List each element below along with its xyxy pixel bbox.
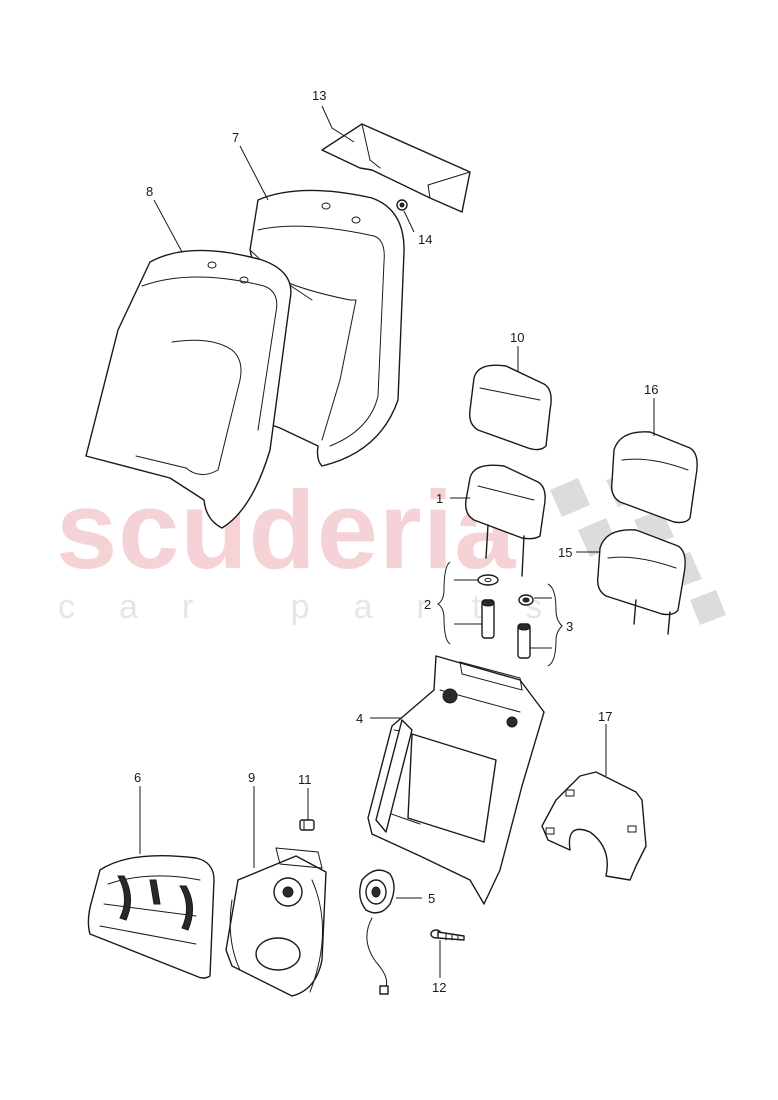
callout-8: 8 xyxy=(146,184,153,199)
callout-labels: 13 7 8 14 10 16 1 15 2 3 4 17 6 9 11 5 1… xyxy=(134,88,658,995)
leader-8 xyxy=(153,199,183,253)
part-13-backrest-top-cover xyxy=(321,123,471,213)
callout-15: 15 xyxy=(558,545,572,560)
part-8-backrest-upholstery xyxy=(85,249,292,529)
part-17-rear-panel xyxy=(541,771,647,881)
callout-14: 14 xyxy=(418,232,432,247)
leader-7 xyxy=(239,145,269,201)
callout-1: 1 xyxy=(436,491,443,506)
part-14-clip xyxy=(396,199,408,211)
part-4-backrest-frame xyxy=(367,655,545,905)
part-6-lumbar-support xyxy=(87,855,215,979)
part-12-screw xyxy=(430,929,465,941)
callout-5: 5 xyxy=(428,891,435,906)
callout-13: 13 xyxy=(312,88,326,103)
callout-7: 7 xyxy=(232,130,239,145)
leader-14 xyxy=(403,210,415,233)
leader-2-brace xyxy=(437,561,451,645)
callout-17: 17 xyxy=(598,709,612,724)
part-16-headrest xyxy=(610,431,698,524)
part-10-headrest xyxy=(468,364,552,451)
callout-16: 16 xyxy=(644,382,658,397)
part-1-headrest xyxy=(464,464,546,577)
watermark-tagline: car parts xyxy=(58,588,586,626)
watermark-brand: scuderia xyxy=(56,469,516,592)
callout-6: 6 xyxy=(134,770,141,785)
part-7-backrest-cover xyxy=(249,189,405,467)
leader-13 xyxy=(321,105,355,143)
part-3-guide-sleeve-set xyxy=(517,594,534,659)
callout-10: 10 xyxy=(510,330,524,345)
callout-11: 11 xyxy=(298,772,312,787)
callout-9: 9 xyxy=(248,770,255,785)
part-2-guide-sleeve-set xyxy=(477,574,499,639)
leader-lines xyxy=(139,105,655,978)
callout-4: 4 xyxy=(356,711,363,726)
part-9-lumbar-unit xyxy=(225,847,327,997)
callout-12: 12 xyxy=(432,980,446,995)
part-11-clip xyxy=(299,819,315,831)
callout-2: 2 xyxy=(424,597,431,612)
part-5-speaker xyxy=(359,869,395,995)
part-15-headrest xyxy=(596,529,686,635)
callout-3: 3 xyxy=(566,619,573,634)
leader-3-brace xyxy=(547,583,563,667)
